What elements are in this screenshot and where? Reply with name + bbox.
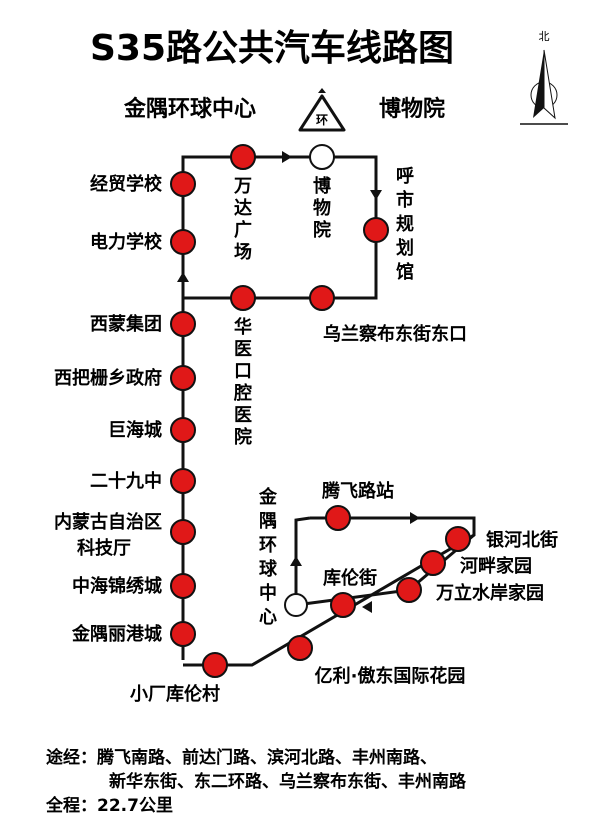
stop-label: 经贸学校	[90, 173, 163, 195]
stop-label: 万立水岸家园	[435, 582, 544, 604]
stop-label: 西蒙集团	[90, 313, 162, 335]
svg-text:万: 万	[233, 176, 252, 197]
svg-text:院: 院	[313, 219, 331, 241]
stop-marker	[170, 365, 196, 391]
stop-label: 库伦街	[323, 567, 377, 589]
stop-marker	[325, 505, 351, 531]
svg-text:球: 球	[259, 559, 278, 580]
loop-icon: 环	[298, 88, 346, 132]
stop-label: 乌兰察布东街东口	[323, 323, 467, 345]
stop-marker	[170, 573, 196, 599]
svg-text:口: 口	[234, 361, 252, 382]
loop-icon-label: 环	[316, 113, 328, 127]
distance: 全程：22.7公里	[45, 795, 173, 816]
svg-text:划: 划	[396, 237, 414, 259]
svg-text:博: 博	[313, 175, 331, 197]
svg-text:华: 华	[234, 316, 252, 338]
svg-text:院: 院	[234, 426, 252, 448]
svg-text:医: 医	[234, 339, 252, 360]
svg-text:隅: 隅	[259, 511, 277, 532]
stop-marker	[363, 217, 389, 243]
stop-marker	[170, 417, 196, 443]
svg-text:腔: 腔	[233, 382, 252, 404]
via-line-2: 新华东街、东二环路、乌兰察布东街、丰州南路	[109, 771, 467, 792]
terminal-from: 金隅环球中心	[123, 96, 256, 122]
stop-marker	[170, 171, 196, 197]
arrow-east-icon	[282, 151, 292, 163]
arrow-north-icon-2	[290, 556, 302, 566]
north-arrow-icon: 北	[520, 30, 568, 125]
terminal-marker	[309, 144, 335, 170]
compass-label: 北	[539, 30, 550, 43]
stop-marker	[170, 311, 196, 337]
arrow-north-icon	[177, 272, 189, 282]
terminal-marker	[284, 593, 308, 617]
svg-text:达: 达	[234, 197, 252, 219]
stop-label: 亿利·傲东国际花园	[315, 665, 466, 687]
svg-text:心: 心	[259, 607, 277, 628]
stop-label: 电力学校	[90, 231, 163, 253]
stop-label: 西把栅乡政府	[54, 367, 162, 389]
stop-label-vertical: 呼 市 规 划 馆	[396, 166, 414, 283]
arrow-east-icon-2	[410, 512, 420, 524]
stop-label-vertical: 万 达 广 场	[233, 176, 252, 263]
svg-text:馆: 馆	[396, 261, 414, 283]
stop-label: 金隅丽港城	[71, 623, 162, 645]
stop-marker	[170, 229, 196, 255]
stop-marker	[396, 577, 422, 603]
stop-marker	[170, 468, 196, 494]
svg-text:场: 场	[234, 242, 252, 263]
svg-text:金: 金	[258, 486, 278, 508]
svg-text:呼: 呼	[396, 166, 414, 187]
via-line-1: 途经：腾飞南路、前达门路、滨河北路、丰州南路、	[46, 747, 437, 768]
svg-text:广: 广	[234, 219, 252, 241]
stop-label-vertical: 华 医 口 腔 医 院	[233, 316, 252, 448]
svg-text:医: 医	[234, 405, 252, 426]
arrow-west-icon	[362, 601, 372, 613]
stop-label: 内蒙古自治区	[54, 511, 162, 533]
stop-marker	[170, 621, 196, 647]
stop-label: 河畔家园	[460, 555, 532, 577]
svg-text:市: 市	[396, 189, 414, 211]
stop-label: 小厂库伦村	[130, 683, 220, 705]
stop-marker	[309, 285, 335, 311]
stop-marker	[330, 592, 356, 618]
stop-marker	[170, 519, 196, 545]
stop-marker	[230, 285, 256, 311]
stop-label: 科技厅	[77, 537, 131, 559]
stop-label: 中海锦绣城	[72, 575, 162, 597]
terminal-to: 博物院	[379, 96, 445, 122]
arrow-south-icon	[370, 190, 382, 200]
stop-marker	[445, 526, 471, 552]
stop-label-vertical: 金 隅 环 球 中 心	[258, 486, 278, 628]
page-title: S35路公共汽车线路图	[90, 28, 454, 69]
svg-text:中: 中	[259, 582, 277, 604]
stop-label: 巨海城	[108, 419, 162, 441]
stop-label: 二十九中	[90, 470, 162, 492]
route-east-segment	[183, 516, 476, 667]
stop-marker	[420, 550, 446, 576]
stop-marker	[202, 652, 228, 678]
stop-label: 银河北街	[486, 529, 558, 551]
stop-label: 腾飞路站	[322, 480, 394, 502]
svg-text:环: 环	[259, 535, 277, 556]
stop-marker	[230, 144, 256, 170]
stop-marker	[287, 635, 313, 661]
stop-label-vertical: 博 物 院	[313, 175, 331, 241]
svg-text:物: 物	[313, 197, 331, 219]
svg-text:规: 规	[396, 214, 414, 235]
